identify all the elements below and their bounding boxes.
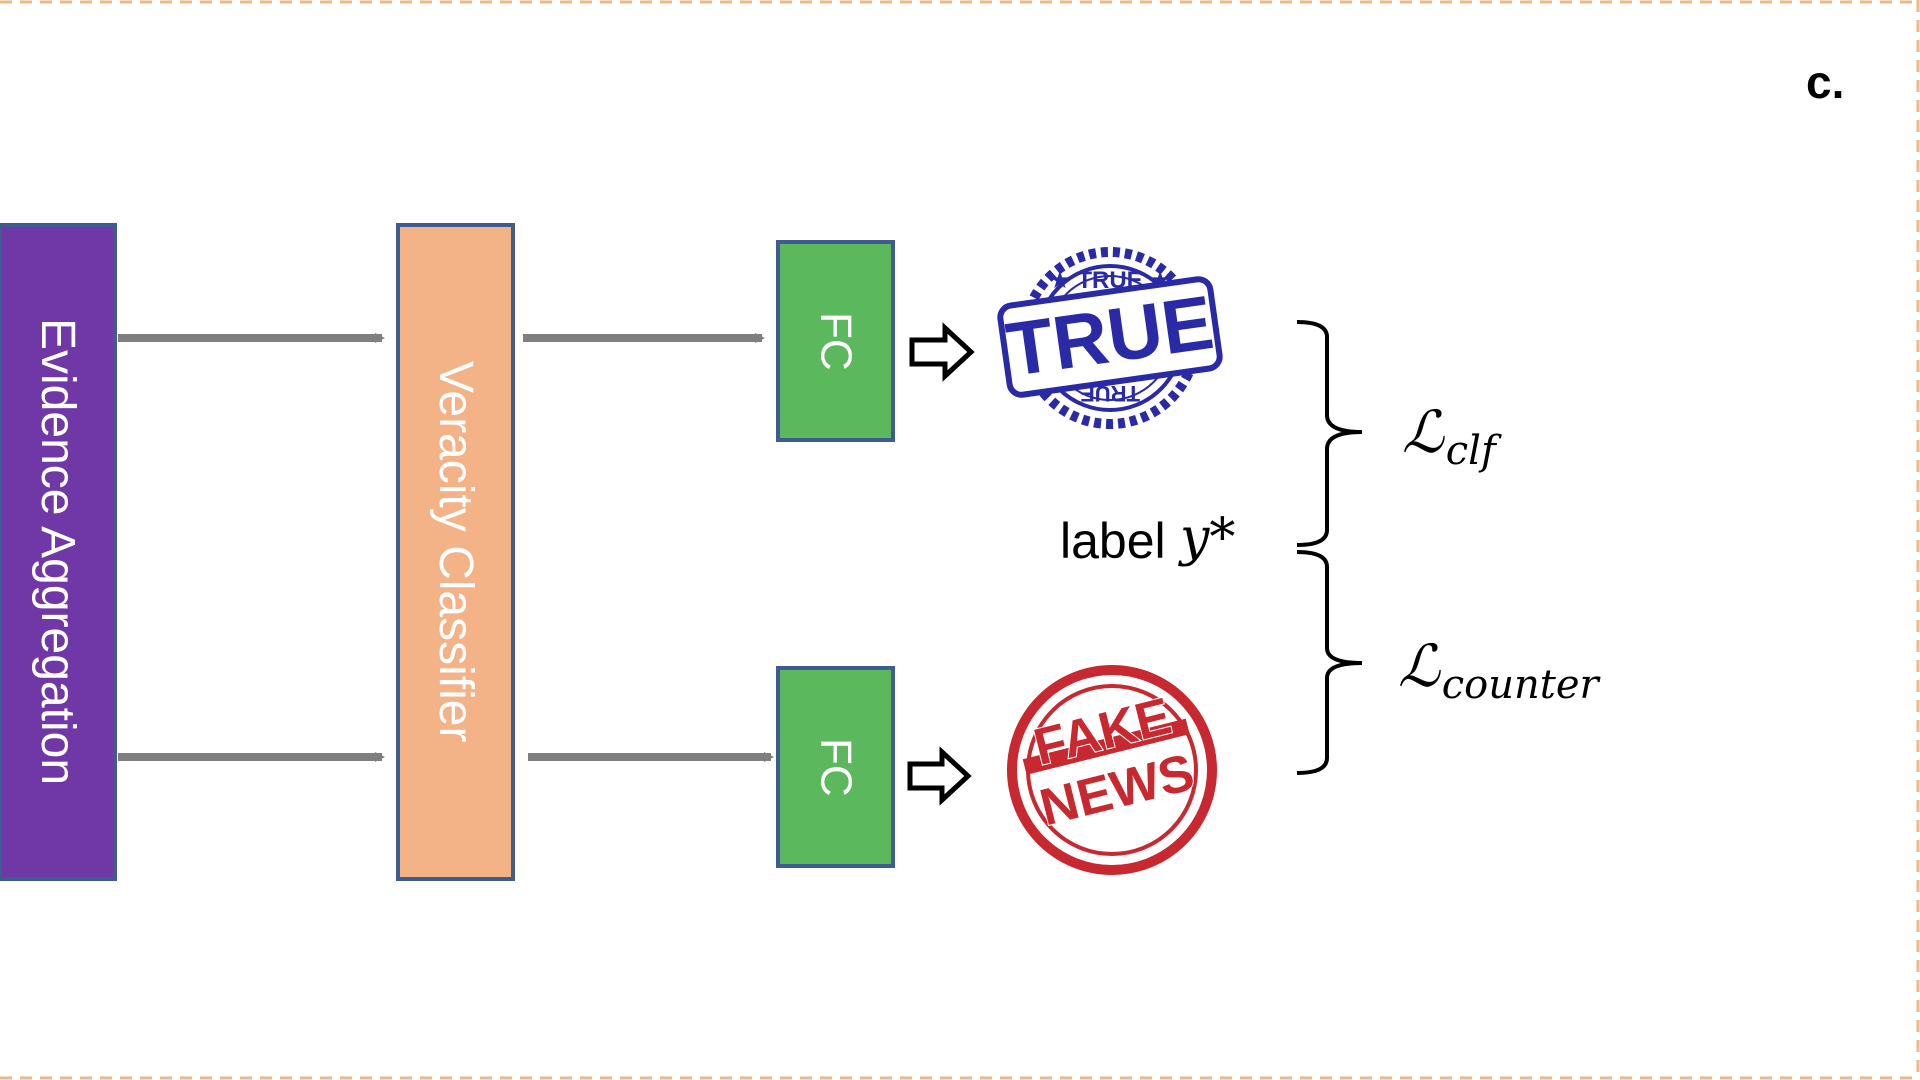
fc-top-block [776, 240, 895, 442]
veracity-classifier-label: Veracity Classifier [429, 361, 482, 743]
loss-clf-subscript: clf [1445, 428, 1496, 474]
true-stamp: ★ TRUE ★ TRUE TRUE [997, 247, 1223, 429]
loss-counter-symbol: ℒ [1398, 632, 1440, 700]
loss-counter: ℒcounter [1398, 632, 1599, 708]
brace-counter [1296, 550, 1363, 775]
fake-news-stamp: FAKE NEWS [1007, 665, 1217, 875]
evidence-aggregation-block [0, 223, 117, 881]
fc-bottom-block [776, 666, 895, 868]
loss-counter-subscript: counter [1441, 662, 1599, 708]
panel-letter: c. [1806, 56, 1845, 108]
fc-top-label: FC [811, 311, 861, 371]
output-arrow-top [909, 322, 975, 382]
veracity-classifier-block [396, 223, 515, 881]
label-text: label [1060, 513, 1166, 569]
label-variable: y* [1180, 508, 1236, 568]
loss-clf: ℒclf [1402, 398, 1496, 474]
loss-clf-symbol: ℒ [1402, 398, 1444, 466]
fc-bottom-label: FC [811, 737, 861, 797]
brace-clf [1296, 320, 1363, 547]
output-arrow-bottom [907, 746, 972, 806]
evidence-aggregation-label: Evidence Aggregation [31, 318, 84, 786]
